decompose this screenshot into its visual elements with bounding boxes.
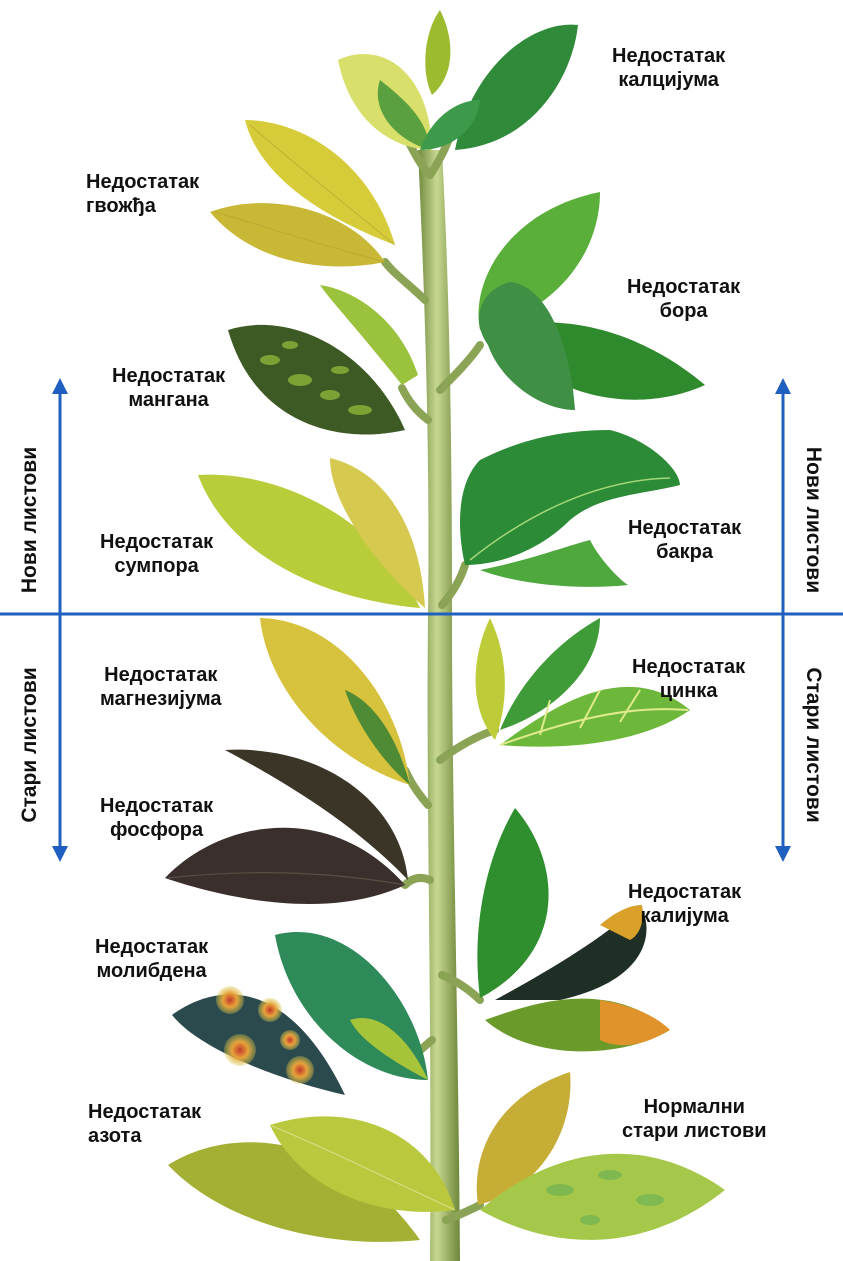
label-copper: Недостатак бакра [628,516,741,564]
leaf-nitrogen [168,1116,455,1241]
label-phosphorus: Недостатак фосфора [100,794,213,842]
right-arrow-up-icon [775,378,791,394]
label-sulfur: Недостатак сумпора [100,530,213,578]
leaf-sulfur [198,458,425,608]
leaf-potassium [477,808,670,1051]
label-normal-old: Нормални стари листови [622,1095,767,1143]
axis-arrowheads [52,378,791,862]
left-old-leaves-label: Стари листови [18,667,42,822]
right-arrow-down-icon [775,846,791,862]
axis-lines [0,392,843,848]
plant-stem [418,150,460,1261]
label-nitrogen: Недостатак азота [88,1100,201,1148]
right-old-leaves-label: Стари листови [801,667,825,822]
left-arrow-up-icon [52,378,68,394]
label-molybdenum: Недостатак молибдена [95,935,208,983]
label-boron: Недостатак бора [627,275,740,323]
leaf-calcium [338,10,578,150]
right-new-leaves-label: Нови листови [801,447,825,593]
leaf-molybdenum [172,932,428,1095]
label-calcium: Недостатак калцијума [612,44,725,92]
leaf-manganese [228,285,418,434]
label-magnesium: Недостатак магнезијума [100,663,222,711]
leaf-iron [210,120,395,266]
label-iron: Недостатак гвожђа [86,170,199,218]
left-arrow-down-icon [52,846,68,862]
label-zinc: Недостатак цинка [632,655,745,703]
label-potassium: Недостатак калијума [628,880,741,928]
left-new-leaves-label: Нови листови [18,447,42,593]
label-manganese: Недостатак мангана [112,364,225,412]
